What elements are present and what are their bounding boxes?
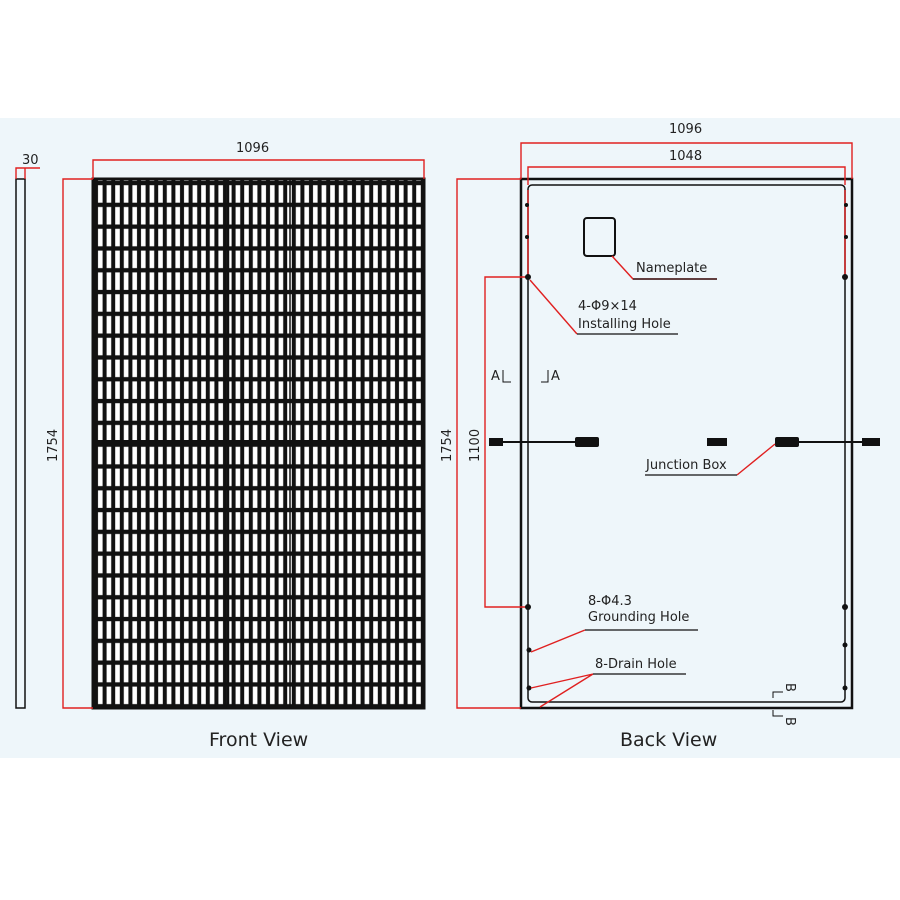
front-height-label: 1754 bbox=[46, 429, 61, 462]
front-view: 1096 1754 Front View bbox=[46, 141, 426, 751]
section-b-bottom: B bbox=[782, 717, 797, 726]
grounding-hole-spec: 8-Φ4.3 bbox=[588, 594, 632, 609]
back-view-title: Back View bbox=[620, 729, 717, 751]
back-inner-width-label: 1048 bbox=[669, 149, 702, 164]
mount-spacing-label: 1100 bbox=[468, 429, 483, 462]
nameplate-label: Nameplate bbox=[636, 261, 707, 276]
back-view: 1096 1048 1754 1100 Nameplate 4-Φ9×14 In… bbox=[440, 122, 880, 751]
drain-hole-label: 8-Drain Hole bbox=[595, 657, 677, 672]
section-a-left: A bbox=[491, 369, 500, 384]
back-height-label: 1754 bbox=[440, 429, 455, 462]
thickness-label: 30 bbox=[22, 153, 39, 168]
section-b-top: B bbox=[782, 683, 797, 692]
side-view: 30 bbox=[15, 153, 40, 709]
grounding-hole-label: Grounding Hole bbox=[588, 610, 689, 625]
back-outer-width-label: 1096 bbox=[669, 122, 702, 137]
junction-box-cables bbox=[489, 437, 880, 447]
junction-box-label: Junction Box bbox=[645, 458, 727, 473]
front-view-title: Front View bbox=[209, 729, 308, 751]
installing-hole-label: Installing Hole bbox=[578, 317, 671, 332]
nameplate-box bbox=[583, 217, 616, 257]
section-a-right: A bbox=[551, 369, 560, 384]
front-width-label: 1096 bbox=[236, 141, 269, 156]
installing-hole-spec: 4-Φ9×14 bbox=[578, 299, 637, 314]
